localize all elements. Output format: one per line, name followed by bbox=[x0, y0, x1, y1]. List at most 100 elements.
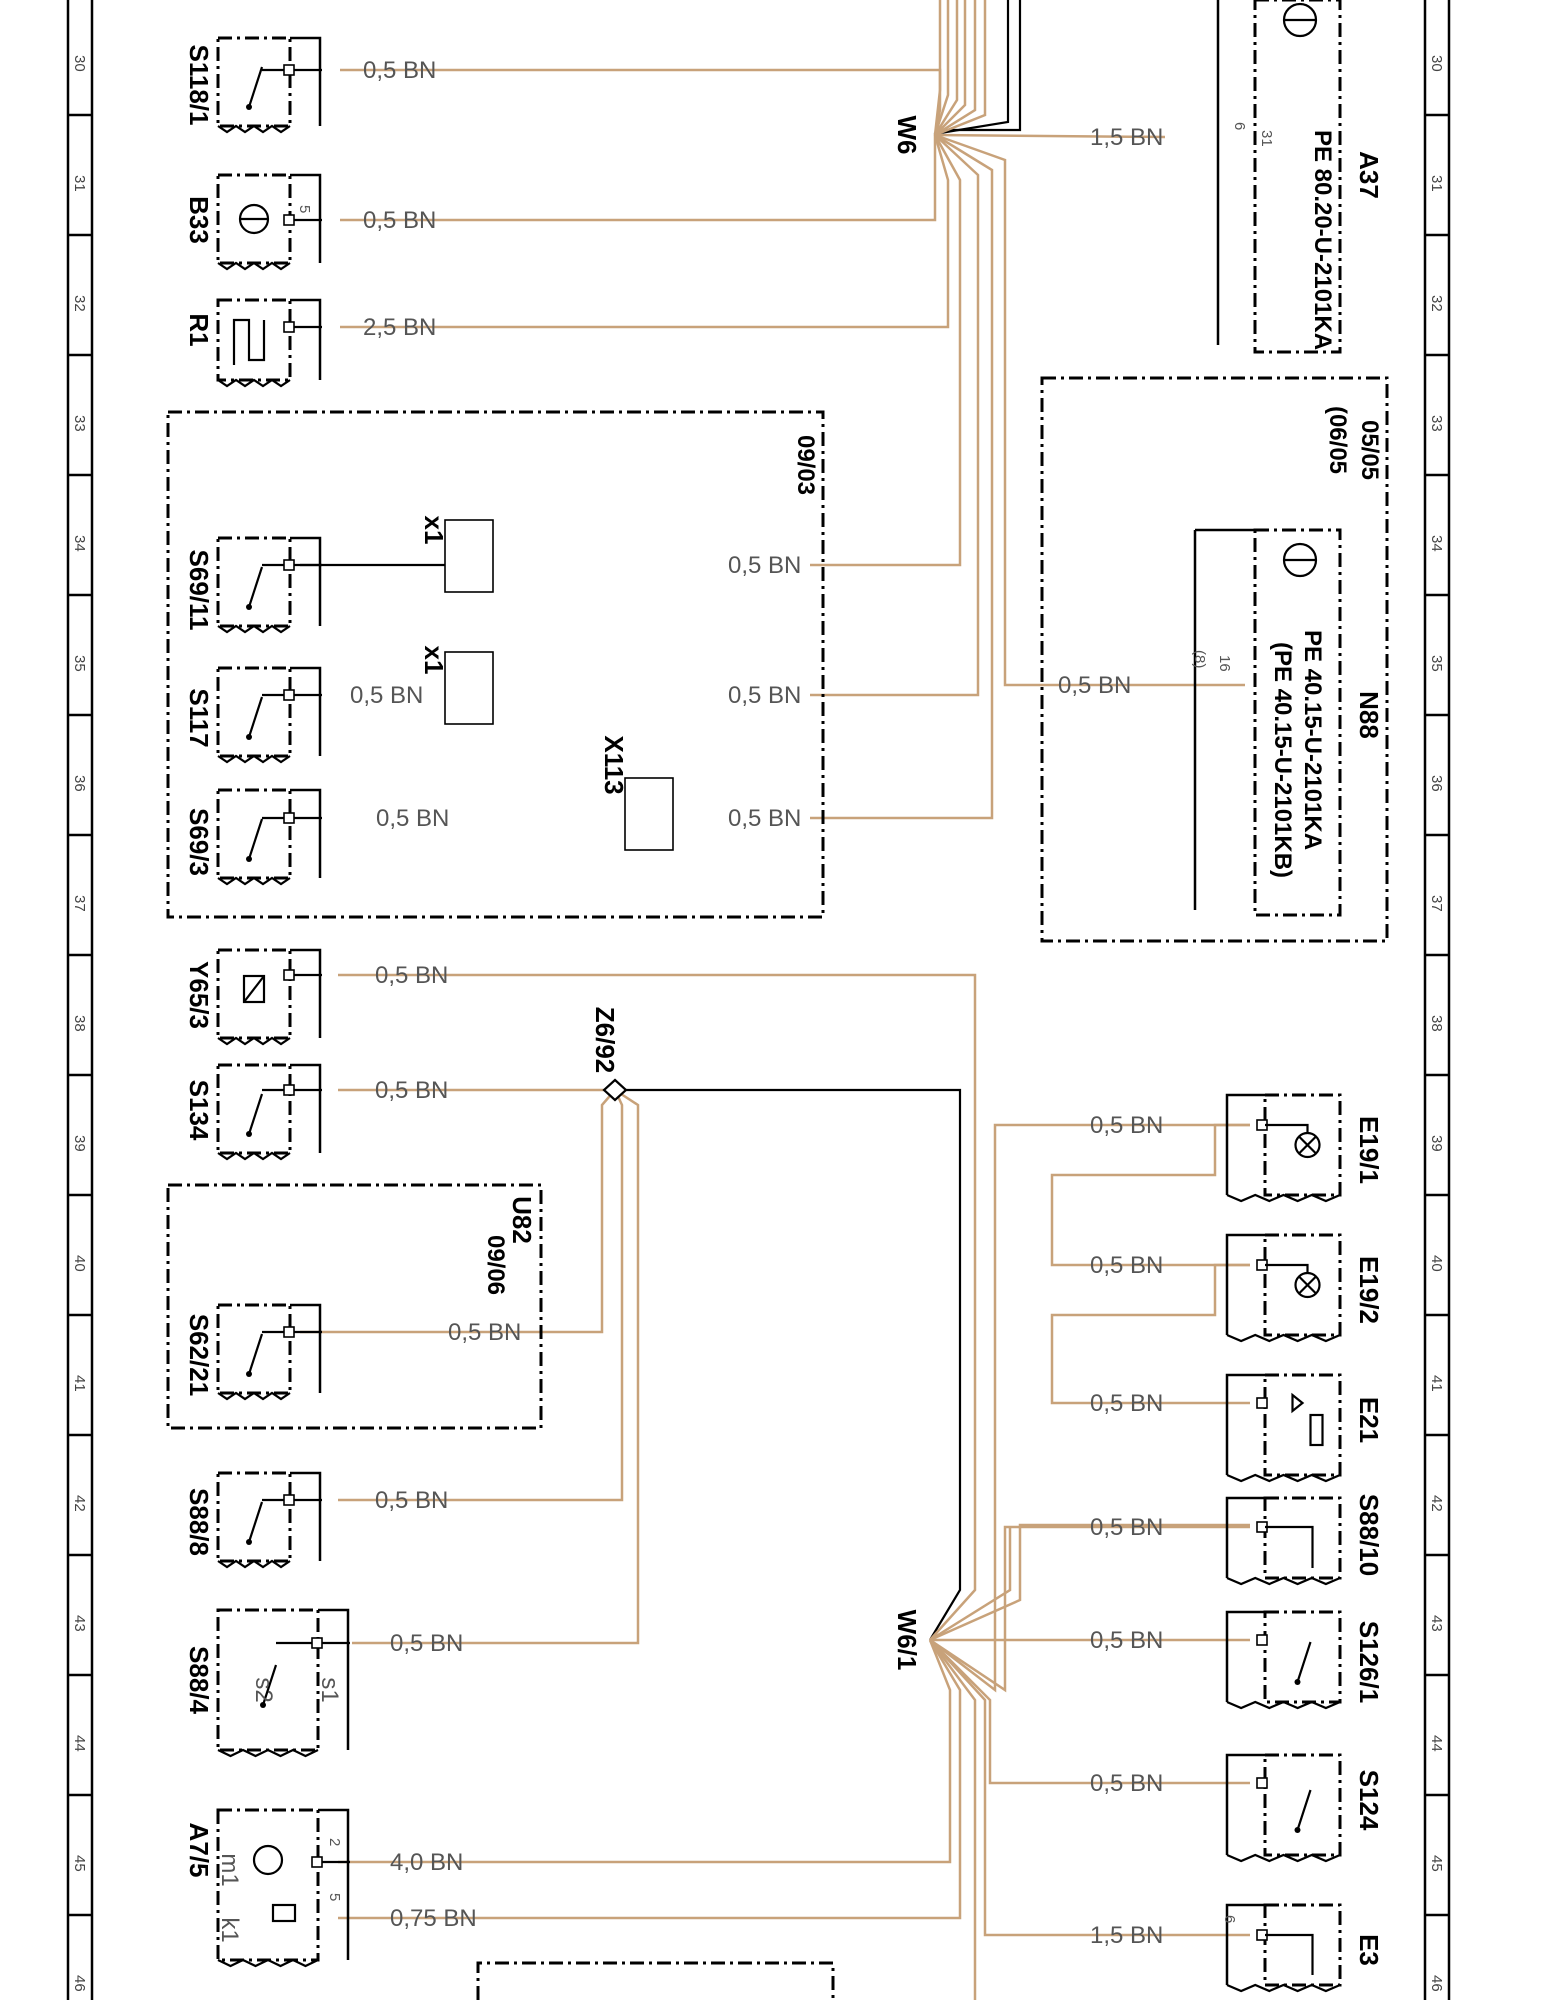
comp-s62-21-outline bbox=[216, 1303, 292, 1395]
comp-s117-contact bbox=[246, 734, 252, 740]
comp-s88-8-housing bbox=[290, 1471, 322, 1561]
comp-s134-outline bbox=[216, 1063, 292, 1155]
label-e19-1: E19/1 bbox=[1354, 1116, 1384, 1184]
grid-number: 30 bbox=[71, 55, 88, 72]
comp-r1-housing bbox=[290, 298, 322, 380]
wire-e19-1: 0,5 BN bbox=[1090, 1112, 1163, 1139]
label-u82: U82 bbox=[507, 1196, 537, 1244]
grid-number: 38 bbox=[1428, 1015, 1445, 1032]
comp-s69-3-switch-icon bbox=[247, 818, 264, 860]
comp-s118-1-outline bbox=[216, 36, 292, 128]
wire-s117-a: 0,5 BN bbox=[350, 682, 423, 709]
note-n88-date2: (06/05 bbox=[1324, 406, 1351, 474]
comp-e21-housing bbox=[1225, 1373, 1265, 1475]
optional-group-box-u82 bbox=[166, 1183, 543, 1430]
comp-s88-8 bbox=[216, 1471, 322, 1569]
label-a37: A37 bbox=[1354, 151, 1384, 199]
comp-e19-1-wire bbox=[1265, 1123, 1309, 1133]
comp-s124 bbox=[1225, 1753, 1342, 1863]
comp-s88-10-ground-wave bbox=[1226, 1576, 1341, 1586]
label-s88-8: S88/8 bbox=[184, 1488, 214, 1556]
grid-number: 31 bbox=[1428, 175, 1445, 192]
comp-e21-led-icon bbox=[1291, 1392, 1305, 1414]
comp-s124-pin bbox=[1256, 1777, 1268, 1789]
comp-y65-3-valve-diag bbox=[243, 975, 265, 1003]
comp-s134 bbox=[216, 1063, 322, 1161]
wire-a37: 1,5 BN bbox=[1090, 124, 1163, 151]
grid-number: 34 bbox=[1428, 535, 1445, 552]
comp-r1 bbox=[216, 298, 322, 388]
comp-s69-11-pin bbox=[283, 559, 295, 571]
comp-s62-21-housing bbox=[290, 1303, 322, 1393]
label-a7-5: A7/5 bbox=[184, 1823, 214, 1878]
comp-e19-1-ground-wave bbox=[1226, 1193, 1341, 1203]
wire-a7-5-a: 4,0 BN bbox=[390, 1849, 463, 1876]
comp-s69-11-ground-wave bbox=[217, 624, 291, 634]
comp-s69-11-contact bbox=[246, 604, 252, 610]
comp-e19-1-outline bbox=[1263, 1093, 1342, 1197]
connector-x1b bbox=[444, 651, 494, 725]
comp-s69-11-switch-icon bbox=[247, 566, 264, 608]
label-e3: E3 bbox=[1354, 1934, 1384, 1966]
wire-r1: 2,5 BN bbox=[363, 314, 436, 341]
comp-r1-heater-icon bbox=[232, 318, 266, 365]
label-s88-10: S88/10 bbox=[1354, 1494, 1384, 1576]
comp-s117-ground-wave bbox=[217, 754, 291, 764]
grid-number: 42 bbox=[71, 1495, 88, 1512]
comp-s88-4 bbox=[216, 1608, 350, 1758]
comp-a7-5 bbox=[216, 1808, 350, 1968]
label-b33: B33 bbox=[184, 196, 214, 244]
comp-e19-1-housing bbox=[1225, 1093, 1265, 1195]
comp-s88-10 bbox=[1225, 1496, 1342, 1586]
comp-s69-3-housing bbox=[290, 788, 322, 878]
comp-s88-8-pin bbox=[283, 1494, 295, 1506]
label-n88: N88 bbox=[1354, 691, 1384, 739]
pin-a7-5-2: 2 bbox=[326, 1838, 343, 1846]
grid-number: 41 bbox=[71, 1375, 88, 1392]
comp-s118-1 bbox=[216, 36, 322, 134]
wire-s134: 0,5 BN bbox=[375, 1077, 448, 1104]
comp-s69-3 bbox=[216, 788, 322, 886]
w6-label: W6 bbox=[892, 116, 922, 155]
comp-s118-1-switch-icon bbox=[247, 66, 264, 108]
comp-a7-5-ground-wave bbox=[217, 1958, 319, 1968]
comp-s88-4-housing bbox=[318, 1608, 350, 1750]
comp-s134-switch-icon bbox=[247, 1093, 264, 1135]
wire-y65-3: 0,5 BN bbox=[375, 962, 448, 989]
comp-s88-4-contact bbox=[260, 1702, 266, 1708]
comp-s126-1-contact bbox=[1294, 1679, 1301, 1685]
wire-s88-8: 0,5 BN bbox=[375, 1487, 448, 1514]
comp-s118-1-ground-wave bbox=[217, 124, 291, 134]
comp-s134-housing bbox=[290, 1063, 322, 1153]
wire-e21: 0,5 BN bbox=[1090, 1390, 1163, 1417]
label-s134: S134 bbox=[184, 1080, 214, 1141]
comp-b33-housing bbox=[290, 173, 322, 263]
grid-number: 32 bbox=[71, 295, 88, 312]
comp-e19-2-housing bbox=[1225, 1233, 1265, 1335]
comp-s88-4-pin bbox=[311, 1637, 323, 1649]
comp-s69-11-housing bbox=[290, 536, 322, 626]
label-k1: k1 bbox=[216, 1917, 243, 1942]
comp-s88-8-ground-wave bbox=[217, 1559, 291, 1569]
label-e21: E21 bbox=[1354, 1397, 1384, 1443]
right-components bbox=[1225, 1093, 1342, 1993]
comp-r1-outline bbox=[216, 298, 292, 382]
comp-s126-1-housing bbox=[1225, 1610, 1265, 1702]
grid-number: 36 bbox=[71, 775, 88, 792]
wire-e19-2: 0,5 BN bbox=[1090, 1252, 1163, 1279]
label-s69-11: S69/11 bbox=[184, 550, 214, 631]
pin-a7-5-5: 5 bbox=[326, 1893, 343, 1901]
comp-s124-switch-icon bbox=[1296, 1789, 1312, 1831]
note-box1: 09/03 bbox=[792, 435, 819, 495]
comp-e19-2-ground-wave bbox=[1226, 1333, 1341, 1343]
wire-s69-3-a: 0,5 BN bbox=[376, 805, 449, 832]
note-n88-date1: 05/05 bbox=[1356, 420, 1383, 480]
grid-number: 33 bbox=[1428, 415, 1445, 432]
comp-s124-contact bbox=[1294, 1827, 1301, 1833]
comp-a7-5-relay-icon bbox=[271, 1903, 297, 1923]
label-s88-4: S88/4 bbox=[184, 1646, 214, 1714]
wire-s62-21: 0,5 BN bbox=[448, 1319, 521, 1346]
comp-y65-3-ground-wave bbox=[217, 1036, 291, 1046]
comp-s88-10-wire bbox=[1265, 1525, 1314, 1568]
